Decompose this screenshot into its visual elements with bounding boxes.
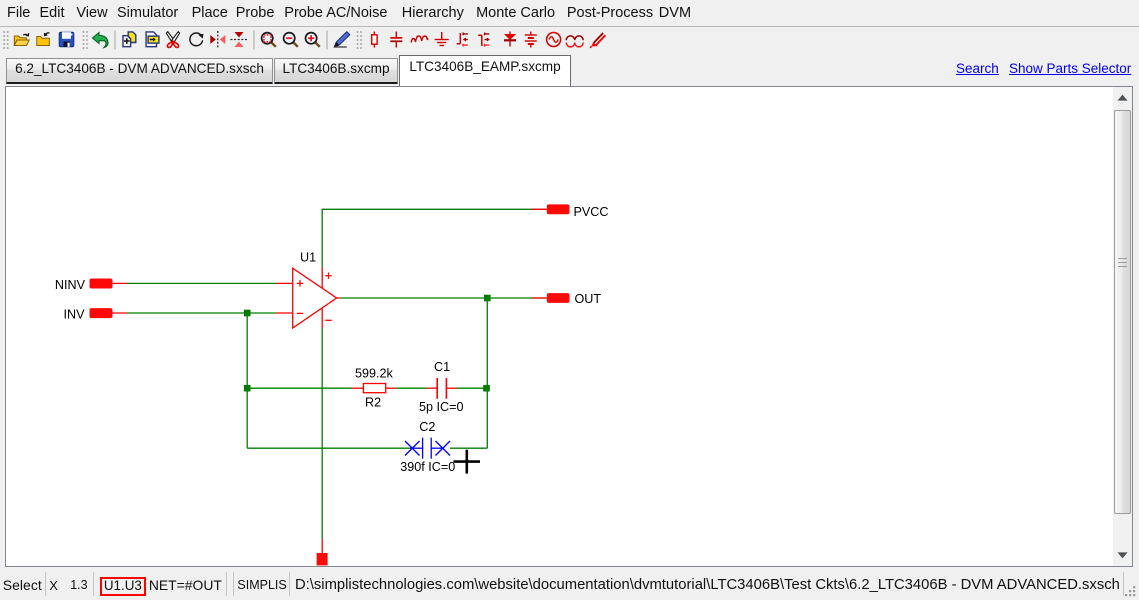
svg-text:5p IC=0: 5p IC=0 (419, 400, 463, 414)
svg-text:PVCC: PVCC (574, 205, 609, 219)
svg-text:R2: R2 (365, 396, 381, 410)
svg-text:390f IC=0: 390f IC=0 (400, 460, 455, 474)
svg-text:OUT: OUT (575, 292, 602, 306)
svg-text:599.2k: 599.2k (355, 366, 394, 380)
svg-text:U1: U1 (300, 251, 316, 265)
svg-text:NINV: NINV (55, 278, 86, 292)
svg-text:INV: INV (64, 307, 86, 321)
svg-text:C1: C1 (434, 360, 450, 374)
svg-text:C2: C2 (419, 420, 435, 434)
